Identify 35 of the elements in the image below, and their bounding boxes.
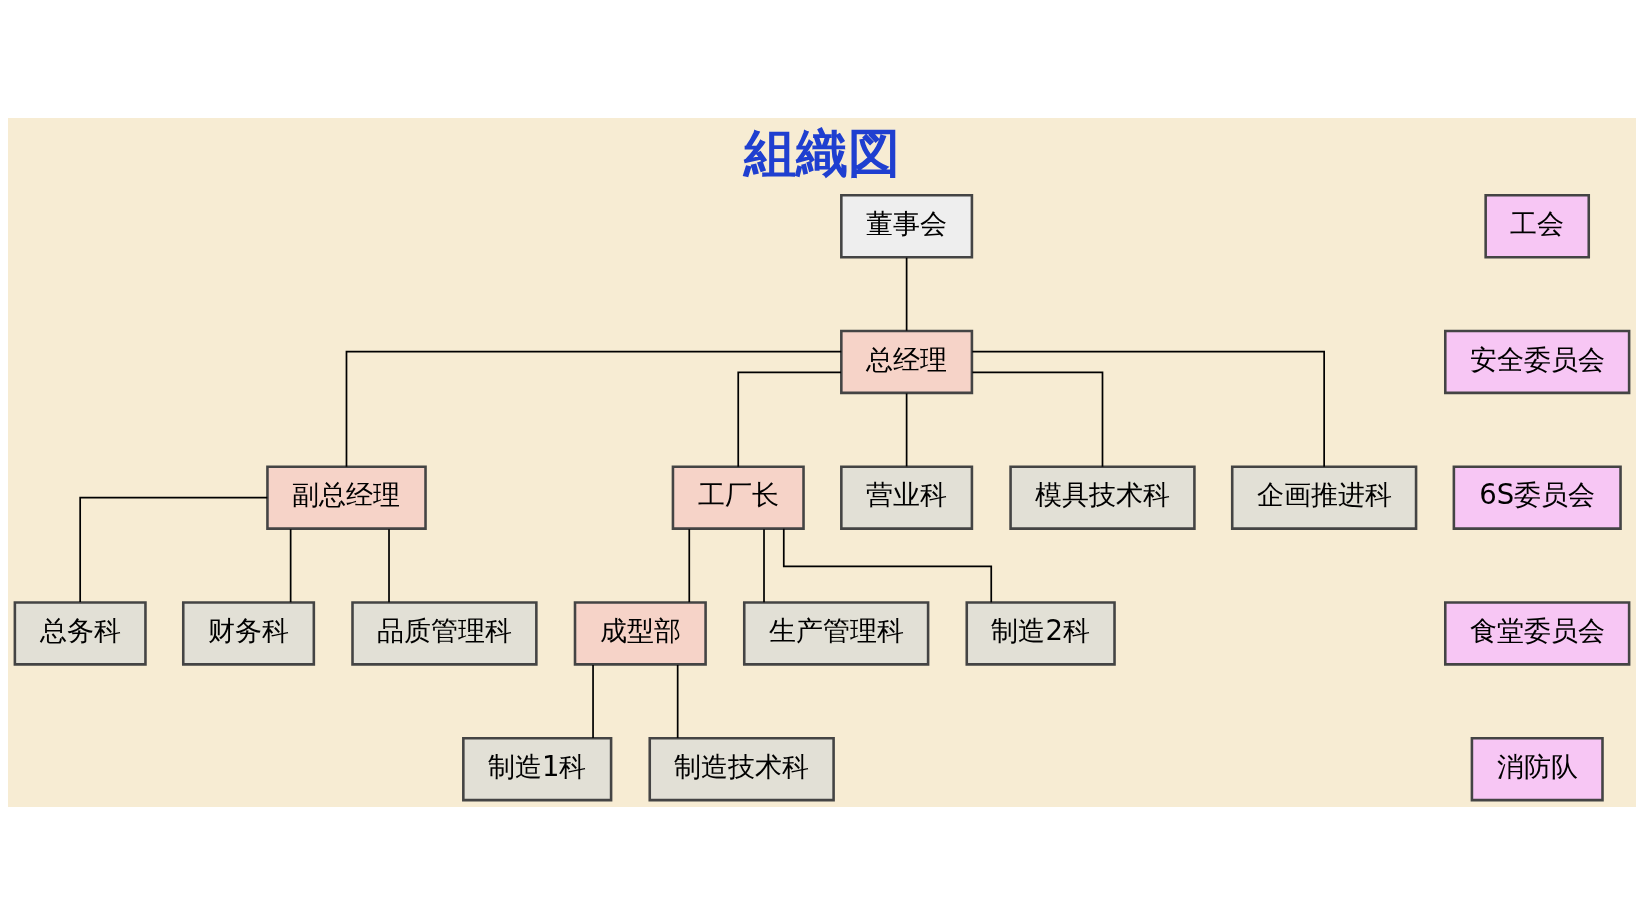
connector [676, 663, 679, 739]
diagram-title: 組織図 [743, 122, 900, 183]
connector [79, 496, 269, 603]
node-box: 制造2科 [965, 600, 1116, 666]
node-box: 制造1科 [462, 736, 613, 801]
node-box: 制造技术科 [648, 736, 835, 801]
node-box: 工会 [1484, 193, 1591, 258]
connector [388, 527, 390, 603]
connector [905, 256, 908, 332]
node-box: 总经理 [840, 329, 974, 394]
node-box: 成型部 [573, 600, 707, 666]
connector [737, 370, 842, 468]
connector [971, 350, 1325, 468]
node-box: 消防队 [1470, 736, 1604, 801]
node-box: 总务科 [13, 600, 147, 666]
node-box: 食堂委员会 [1444, 600, 1631, 666]
connector [782, 527, 993, 603]
node-box: 副总经理 [266, 465, 427, 530]
connector [688, 527, 691, 603]
node-box: 工厂长 [671, 465, 805, 530]
connector [289, 527, 292, 603]
node-box: 财务科 [181, 600, 316, 666]
node-box: 模具技术科 [1009, 465, 1196, 530]
node-box: 6S委员会 [1452, 465, 1622, 530]
node-box: 品质管理科 [351, 600, 538, 666]
node-box: 生产管理科 [742, 600, 930, 666]
connector [971, 370, 1104, 468]
node-box: 营业科 [840, 465, 974, 530]
node-box: 企画推进科 [1230, 465, 1418, 530]
connector [763, 527, 765, 603]
node-box: 安全委员会 [1444, 329, 1631, 394]
node-box: 董事会 [840, 193, 974, 258]
connector [345, 350, 843, 468]
connector [905, 392, 908, 467]
connector [592, 663, 594, 739]
